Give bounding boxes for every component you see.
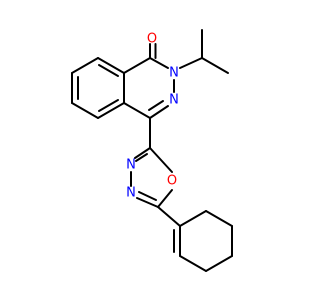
bond-oxc2-n3-inner: [135, 153, 148, 162]
bond-c1-n2: [149, 57, 169, 69]
bond-n2-ch: [179, 57, 203, 69]
bond-c8a-c8: [97, 57, 125, 74]
atom-label-ring-n3: N: [169, 93, 179, 108]
bond-c1-c8a: [123, 57, 151, 74]
bond-oxc2-n3: [134, 147, 151, 159]
bond-o1-oxc2: [149, 147, 173, 173]
bond-cy1-cy2: [179, 210, 207, 227]
atom-label-carbonyl-oxygen: O: [147, 32, 157, 47]
bond-n3-c4-b: [148, 100, 164, 111]
bond-n4-c5-inner: [138, 191, 157, 201]
atom-label-oxadiazole-n3: N: [126, 158, 136, 173]
bond-cy2-cy3: [205, 210, 233, 227]
bond-c5-c4a-inner: [98, 99, 119, 112]
bond-c5-c4a: [97, 102, 125, 119]
bond-cy4-cy5: [205, 255, 233, 272]
atom-label-oxadiazole-o1: O: [167, 174, 177, 189]
bond-c4-c4a: [123, 102, 151, 119]
bond-n4-c5: [136, 197, 159, 208]
bond-cy5-cy6: [179, 255, 207, 272]
bond-c8a-c8-inner: [98, 64, 119, 77]
molecule-structure: O N N N N O: [71, 29, 233, 272]
atom-label-oxadiazole-n4: N: [126, 186, 136, 201]
bond-c8-c7: [71, 57, 99, 74]
bond-c5-cy1: [157, 206, 181, 227]
bond-c5-o1: [157, 189, 173, 208]
atom-label-layer: O N N N N O: [126, 32, 179, 201]
atom-label-ring-n2: N: [169, 66, 179, 81]
bond-n3-c4-a: [149, 105, 169, 119]
bond-layer: [71, 29, 233, 272]
bond-c6-c5: [71, 102, 99, 119]
bond-ch-me1: [201, 57, 229, 74]
